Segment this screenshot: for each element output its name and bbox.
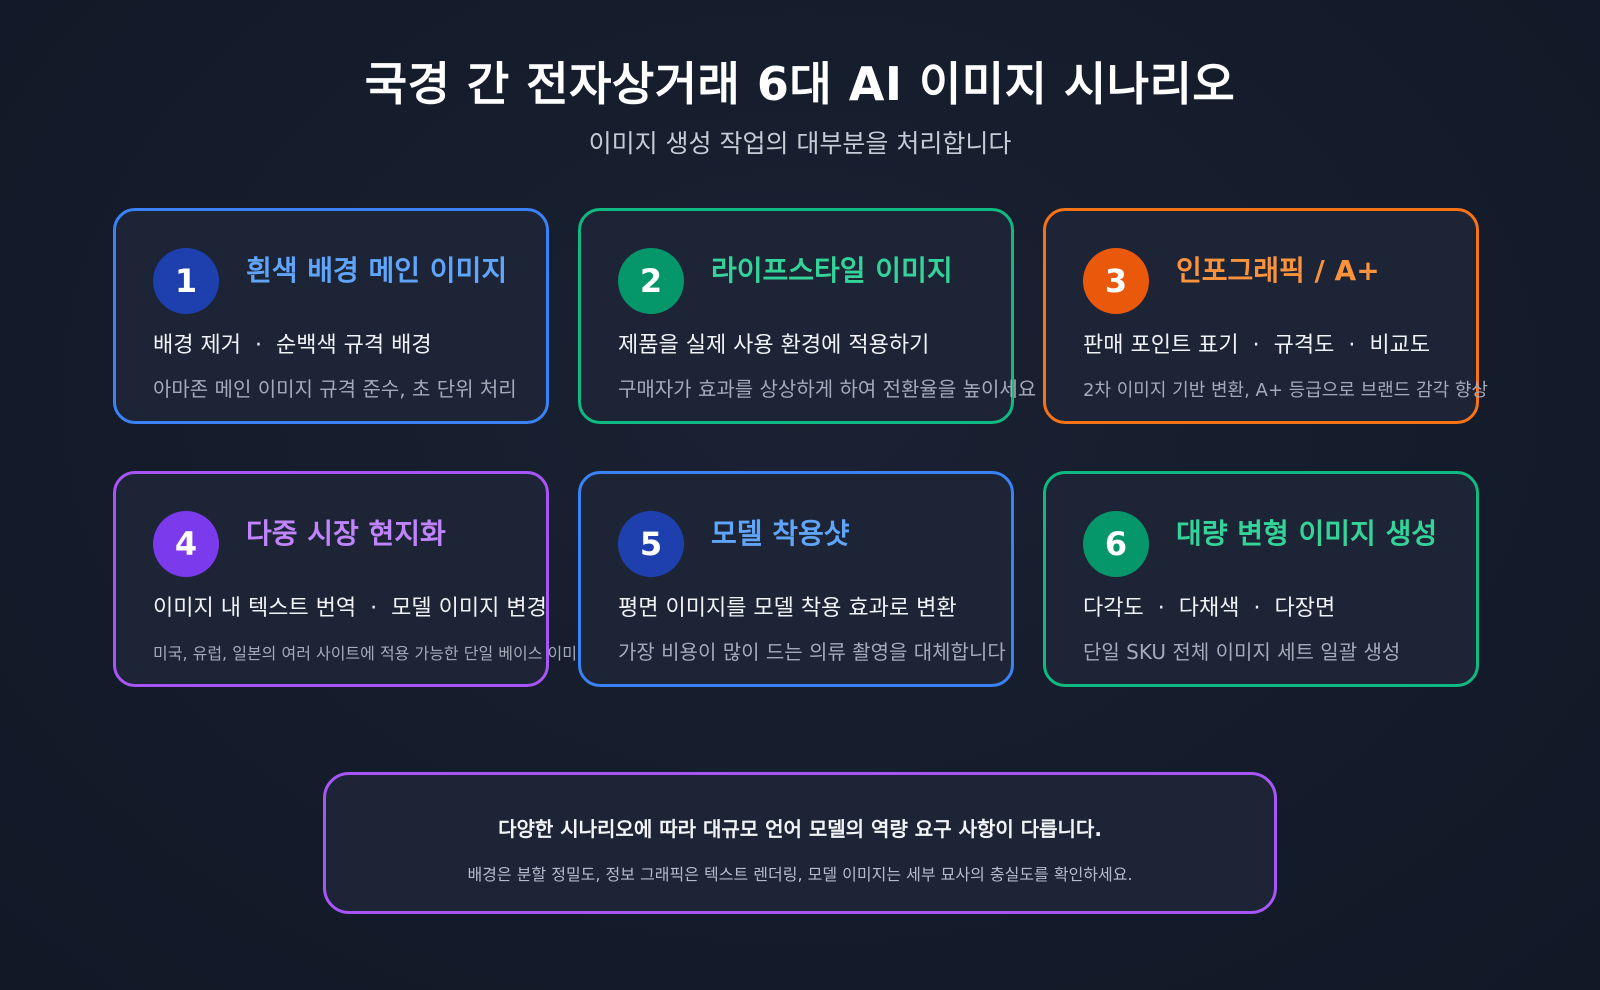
card-number-badge: 4 <box>153 511 219 577</box>
card-description: 구매자가 효과를 상상하게 하여 전환율을 높이세요 <box>618 377 1037 401</box>
card-title: 라이프스타일 이미지 <box>711 254 953 287</box>
card-number-badge: 5 <box>618 511 684 577</box>
scenario-card-white-background: 1 흰색 배경 메인 이미지 배경 제거 · 순백색 규격 배경 아마존 메인 이미… <box>113 208 549 424</box>
card-tag: 제품을 실제 사용 환경에 적용하기 <box>618 333 930 358</box>
footer-note-box: 다양한 시나리오에 따라 대규모 언어 모델의 역량 요구 사항이 다릅니다. … <box>323 772 1277 914</box>
card-number-badge: 3 <box>1083 248 1149 314</box>
card-tag: 순백색 규격 배경 <box>275 333 432 358</box>
footer-main-text: 다양한 시나리오에 따라 대규모 언어 모델의 역량 요구 사항이 다릅니다. <box>498 817 1102 841</box>
card-tags: 이미지 내 텍스트 번역 · 모델 이미지 변경 <box>153 590 547 622</box>
card-description: 가장 비용이 많이 드는 의류 촬영을 대체합니다 <box>618 640 1006 664</box>
scenario-card-model-wear: 5 모델 착용샷 평면 이미지를 모델 착용 효과로 변환 가장 비용이 많이 … <box>578 471 1014 687</box>
card-tags: 평면 이미지를 모델 착용 효과로 변환 <box>618 590 957 622</box>
scenario-card-localization: 4 다중 시장 현지화 이미지 내 텍스트 번역 · 모델 이미지 변경 미국, 유… <box>113 471 626 687</box>
card-description: 단일 SKU 전체 이미지 세트 일괄 생성 <box>1083 640 1401 664</box>
scenario-card-lifestyle: 2 라이프스타일 이미지 제품을 실제 사용 환경에 적용하기 구매자가 효과를… <box>578 208 1036 424</box>
separator-dot-icon: · <box>1252 333 1260 358</box>
card-tag: 모델 이미지 변경 <box>391 596 547 621</box>
card-tag: 평면 이미지를 모델 착용 효과로 변환 <box>618 596 957 621</box>
card-title: 대량 변형 이미지 생성 <box>1176 517 1438 550</box>
card-tag: 다각도 <box>1083 596 1144 621</box>
card-tag: 다채색 <box>1178 596 1240 621</box>
separator-dot-icon: · <box>1157 596 1165 621</box>
scenario-card-infographic: 3 인포그래픽 / A+ 판매 포인트 표기 · 규격도 · 비교도 2차 이미지 기반… <box>1043 208 1488 424</box>
page-subtitle: 이미지 생성 작업의 대부분을 처리합니다 <box>588 129 1012 158</box>
card-tags: 다각도 · 다채색 · 다장면 <box>1083 590 1335 622</box>
card-tag: 판매 포인트 표기 <box>1083 333 1239 358</box>
card-number-badge: 6 <box>1083 511 1149 577</box>
card-description: 아마존 메인 이미지 규격 준수, 초 단위 처리 <box>153 377 517 401</box>
card-description: 미국, 유럽, 일본의 여러 사이트에 적용 가능한 단일 베이스 이미지 세트 <box>153 644 627 663</box>
card-tag: 비교도 <box>1369 333 1431 358</box>
page-title: 국경 간 전자상거래 6대 AI 이미지 시나리오 <box>364 57 1236 111</box>
separator-dot-icon: · <box>370 596 378 621</box>
card-description: 2차 이미지 기반 변환, A+ 등급으로 브랜드 감각 향상 <box>1083 380 1488 401</box>
card-tag: 이미지 내 텍스트 번역 <box>153 596 357 621</box>
card-tag: 배경 제거 <box>153 333 241 358</box>
card-number-badge: 1 <box>153 248 219 314</box>
separator-dot-icon: · <box>1253 596 1261 621</box>
card-title: 모델 착용샷 <box>711 517 850 550</box>
card-tags: 제품을 실제 사용 환경에 적용하기 <box>618 327 929 359</box>
separator-dot-icon: · <box>254 333 262 358</box>
scenario-card-bulk-variants: 6 대량 변형 이미지 생성 다각도 · 다채색 · 다장면 단일 SKU 전체 이미지… <box>1043 471 1479 687</box>
card-tags: 배경 제거 · 순백색 규격 배경 <box>153 327 432 359</box>
card-title: 흰색 배경 메인 이미지 <box>246 254 508 287</box>
card-tags: 판매 포인트 표기 · 규격도 · 비교도 <box>1083 327 1430 359</box>
footer-sub-text: 배경은 분할 정밀도, 정보 그래픽은 텍스트 렌더링, 모델 이미지는 세부 … <box>467 865 1133 884</box>
card-title: 다중 시장 현지화 <box>246 517 446 550</box>
separator-dot-icon: · <box>1348 333 1356 358</box>
card-tag: 다장면 <box>1274 596 1336 621</box>
card-tag: 규격도 <box>1273 333 1335 358</box>
card-number-badge: 2 <box>618 248 684 314</box>
card-title: 인포그래픽 / A+ <box>1176 254 1380 287</box>
